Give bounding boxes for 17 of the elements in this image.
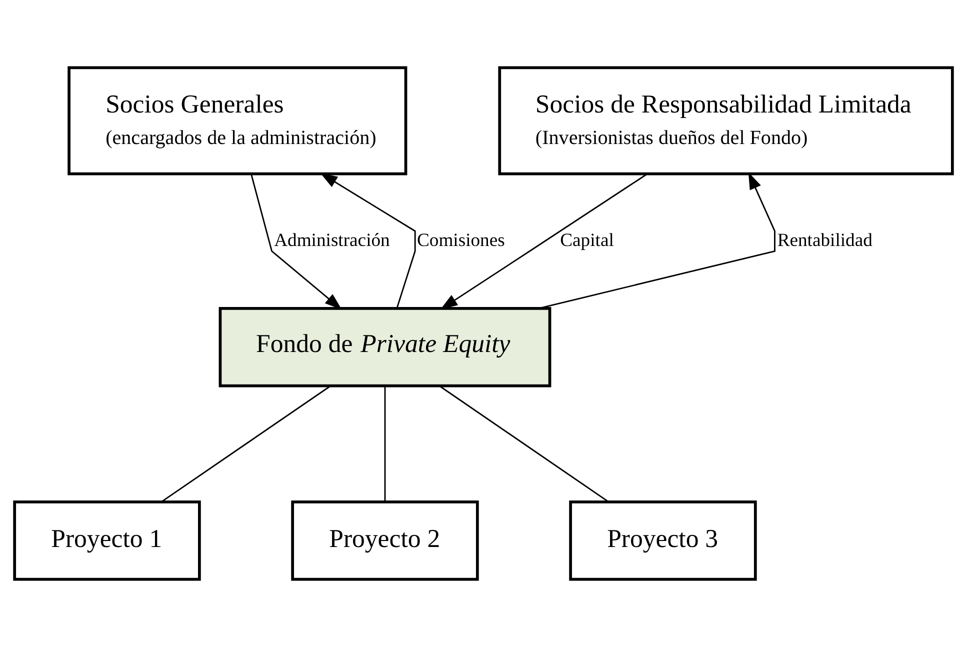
connector: [384, 386, 386, 502]
connector: [440, 385, 609, 502]
arrow: [538, 172, 776, 309]
node-box: Proyecto 2: [291, 500, 479, 580]
edge-label: Comisiones: [416, 229, 505, 250]
edge-label: Capital: [560, 229, 614, 250]
arrow: [250, 173, 342, 310]
arrow: [440, 172, 648, 310]
node-box: Proyecto 3: [569, 500, 757, 580]
edge-label: Administración: [274, 229, 390, 250]
node-box: Socios de Responsabilidad Limitada (Inversionistas dueños del Fondo): [498, 66, 954, 175]
connector: [161, 385, 330, 502]
edge-label: Rentabilidad: [777, 229, 872, 250]
arrow: [320, 172, 416, 308]
node-box: Proyecto 1: [13, 500, 201, 580]
node-box: Socios Generales (encargados de la administración): [68, 66, 408, 175]
node-box: Fondo de Private Equity: [218, 306, 552, 387]
